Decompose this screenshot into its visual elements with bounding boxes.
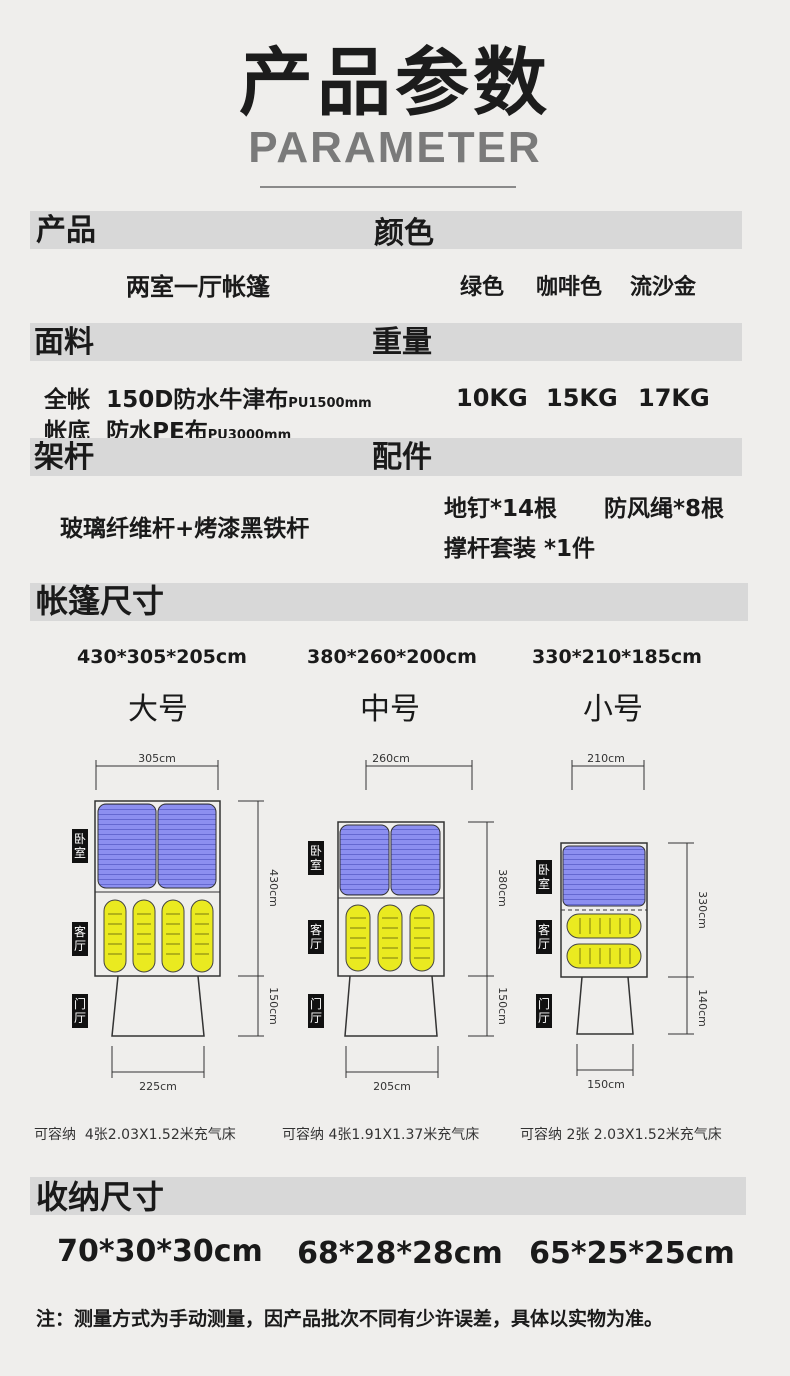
- model-dims-small: 330*210*185cm: [532, 646, 702, 668]
- room-tag-bedroom-medium: 卧室: [309, 844, 322, 872]
- product-header-bar: [30, 211, 742, 249]
- accessory-label: 配件: [372, 440, 432, 475]
- color-label: 颜色: [374, 216, 434, 251]
- accessory-stakes: 地钉*14根: [444, 496, 558, 522]
- floor-plans-diagram: 305cm 430cm 150cm: [72, 752, 709, 1093]
- model-dims-medium: 380*260*200cm: [307, 646, 477, 668]
- model-name-small: 小号: [583, 692, 643, 727]
- pack-size-large: 70*30*30cm: [57, 1234, 263, 1269]
- product-label: 产品: [36, 213, 96, 248]
- room-tag-bedroom-large: 卧室: [73, 832, 86, 860]
- room-tag-bedroom-small: 卧室: [537, 863, 550, 891]
- pack-size-medium: 68*28*28cm: [297, 1236, 503, 1271]
- room-tag-porch-medium: 门厅: [309, 997, 322, 1025]
- room-tag-living-medium: 客厅: [309, 923, 322, 951]
- porch-width-small: 150cm: [587, 1078, 625, 1091]
- accessory-poles: 撑杆套装 *1件: [444, 536, 596, 562]
- accessory-ropes: 防风绳*8根: [604, 496, 725, 522]
- weight-value-2: 15KG: [546, 384, 618, 412]
- title-divider: [260, 186, 516, 188]
- fabric-header-bar: [30, 323, 742, 361]
- capacity-large: 可容纳 4张2.03X1.52米充气床: [34, 1127, 236, 1143]
- room-tag-living-large: 客厅: [73, 925, 86, 953]
- capacity-medium: 可容纳 4张1.91X1.37米充气床: [282, 1127, 480, 1143]
- plan-small: 210cm 330cm 140cm 150cm: [536, 752, 709, 1091]
- color-value-3: 流沙金: [630, 275, 697, 300]
- model-dims-large: 430*305*205cm: [77, 646, 247, 668]
- pole-label: 架杆: [34, 440, 94, 475]
- pack-size-bar: [30, 1177, 746, 1215]
- footnote: 注：测量方式为手动测量，因产品批次不同有少许误差，具体以实物为准。: [36, 1308, 664, 1330]
- weight-label: 重量: [372, 325, 432, 360]
- porch-length-medium: 150cm: [496, 987, 509, 1025]
- width-label-small: 210cm: [587, 752, 625, 765]
- tent-size-label: 帐篷尺寸: [36, 582, 165, 620]
- color-value-2: 咖啡色: [536, 275, 603, 300]
- porch-length-large: 150cm: [267, 987, 280, 1025]
- tent-size-bar: [30, 583, 748, 621]
- page-title: 产品参数: [239, 40, 551, 126]
- fabric-line-1: 全帐 150D防水牛津布PU1500mm: [34, 366, 372, 415]
- fabric-line-1-small: PU1500mm: [288, 396, 372, 411]
- pole-value: 玻璃纤维杆+烤漆黑铁杆: [60, 516, 310, 542]
- width-label-large: 305cm: [138, 752, 176, 765]
- fabric-line-1-main: 全帐 150D防水牛津布: [44, 387, 289, 413]
- porch-length-small: 140cm: [696, 989, 709, 1027]
- room-tag-porch-small: 门厅: [537, 997, 550, 1025]
- pole-header-bar: [30, 438, 742, 476]
- length-label-medium: 380cm: [496, 869, 509, 907]
- page-subtitle: PARAMETER: [248, 123, 542, 172]
- model-name-medium: 中号: [360, 692, 420, 727]
- plan-large: 305cm 430cm 150cm: [72, 752, 280, 1093]
- weight-value-3: 17KG: [638, 384, 710, 412]
- porch-width-medium: 205cm: [373, 1080, 411, 1093]
- plan-medium: 260cm 380cm 150cm 205cm: [308, 752, 509, 1093]
- product-value: 两室一厅帐篷: [126, 273, 270, 301]
- length-label-large: 430cm: [267, 869, 280, 907]
- weight-value-1: 10KG: [456, 384, 528, 412]
- capacity-small: 可容纳 2张 2.03X1.52米充气床: [520, 1127, 722, 1143]
- porch-width-large: 225cm: [139, 1080, 177, 1093]
- length-label-small: 330cm: [696, 891, 709, 929]
- color-value-1: 绿色: [460, 275, 505, 300]
- pack-size-label: 收纳尺寸: [36, 1178, 165, 1216]
- fabric-label: 面料: [34, 325, 94, 360]
- width-label-medium: 260cm: [372, 752, 410, 765]
- room-tag-living-small: 客厅: [537, 923, 550, 951]
- pack-size-small: 65*25*25cm: [529, 1236, 735, 1271]
- model-name-large: 大号: [128, 692, 188, 727]
- room-tag-porch-large: 门厅: [73, 997, 86, 1025]
